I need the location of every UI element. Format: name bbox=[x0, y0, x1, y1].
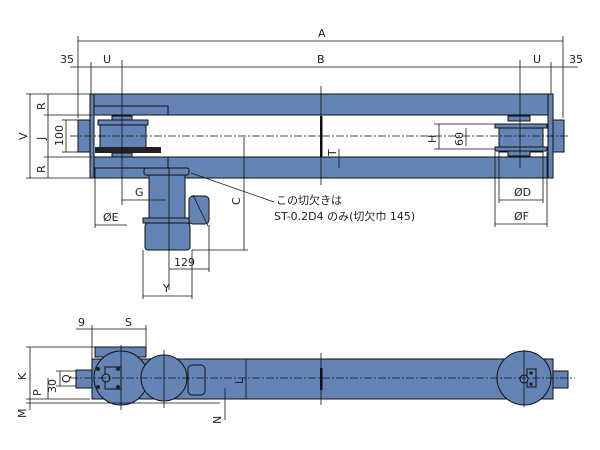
left-drum bbox=[99, 124, 147, 150]
bracket-bottom bbox=[93, 156, 169, 169]
dim-129: 129 bbox=[174, 256, 195, 269]
dim-F: ØF bbox=[514, 210, 529, 223]
dim-U-left: U bbox=[103, 53, 111, 66]
dim-M: M bbox=[16, 409, 29, 419]
top-view-labels: A B U U 35 35 V R J R 100 G ØE C 129 Y H… bbox=[17, 27, 583, 295]
dim-C: C bbox=[230, 197, 243, 205]
dim-Q: Q bbox=[60, 374, 73, 383]
dim-H: H bbox=[426, 135, 439, 143]
dim-35-right: 35 bbox=[569, 53, 583, 66]
dim-D: ØD bbox=[514, 186, 531, 199]
dim-Y: Y bbox=[162, 282, 170, 295]
dim-E: ØE bbox=[103, 211, 119, 224]
side-view-labels: 9 S K Q 30 P M N L bbox=[16, 316, 246, 424]
dim-V: V bbox=[17, 132, 30, 140]
dim-L: L bbox=[233, 377, 246, 384]
dim-J: J bbox=[35, 137, 48, 141]
dim-G: G bbox=[135, 186, 144, 199]
dim-9: 9 bbox=[78, 316, 85, 329]
dim-T: T bbox=[326, 149, 339, 157]
dim-S: S bbox=[125, 316, 132, 329]
drum-flange bbox=[97, 119, 149, 126]
motor-ring bbox=[142, 217, 193, 224]
dim-R-top: R bbox=[35, 102, 48, 110]
dim-100: 100 bbox=[53, 125, 66, 146]
bracket-top bbox=[93, 105, 169, 116]
side-left-stub bbox=[75, 369, 93, 389]
motor-body bbox=[148, 174, 186, 220]
dim-60: 60 bbox=[453, 132, 466, 146]
side-view bbox=[26, 325, 575, 420]
dim-N: N bbox=[211, 416, 224, 424]
dim-A: A bbox=[318, 27, 326, 40]
top-view bbox=[26, 36, 578, 299]
dim-K: K bbox=[16, 372, 29, 380]
right-drum-flange bbox=[494, 123, 548, 129]
side-right-stub bbox=[552, 370, 569, 389]
brake bbox=[188, 195, 210, 225]
note-line-1: この切欠きは bbox=[276, 193, 342, 207]
gear bbox=[95, 147, 161, 153]
handle bbox=[187, 364, 206, 396]
dim-U-right: U bbox=[533, 53, 541, 66]
right-drum-hub bbox=[507, 115, 531, 122]
dim-B: B bbox=[317, 53, 325, 66]
motor-flange bbox=[143, 167, 190, 176]
dim-30: 30 bbox=[46, 379, 59, 393]
dim-P: P bbox=[31, 389, 44, 396]
dim-35-left: 35 bbox=[60, 53, 74, 66]
motor-lower bbox=[144, 222, 191, 251]
note-line-2: ST-0.2D4 のみ(切欠巾 145) bbox=[274, 209, 415, 223]
dim-R-bottom: R bbox=[35, 165, 48, 173]
